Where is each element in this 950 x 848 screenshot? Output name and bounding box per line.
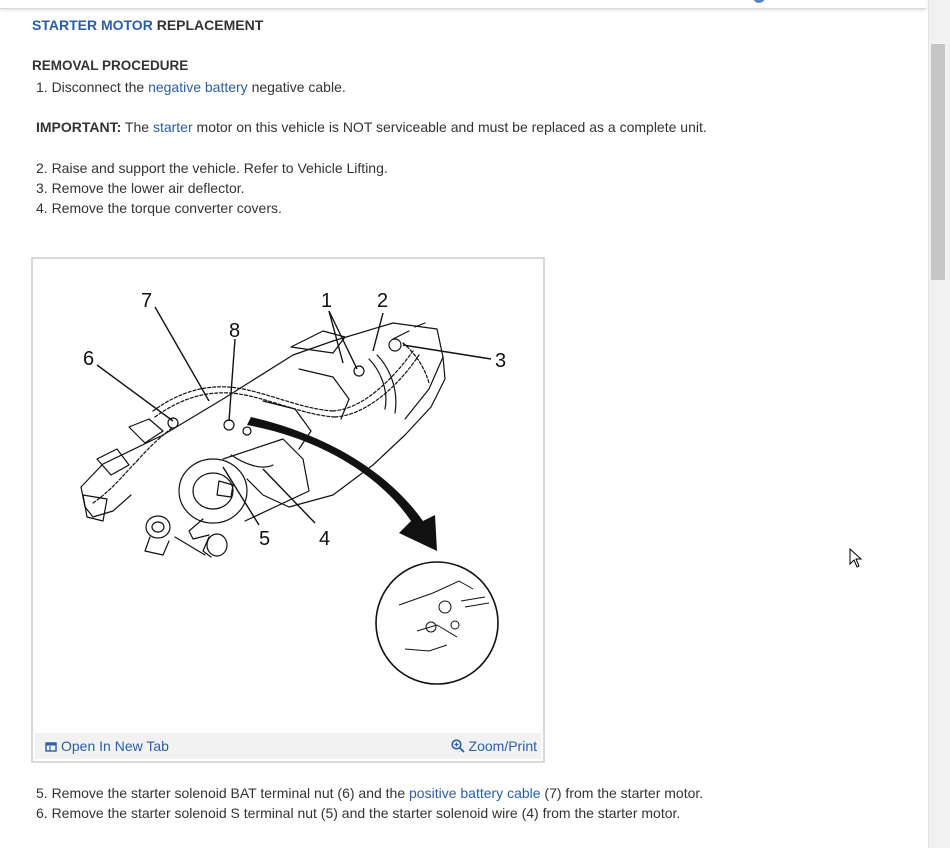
callout-1: 1 <box>321 290 332 312</box>
step-1: 1. Disconnect the negative battery negat… <box>36 79 346 95</box>
step-4: 4. Remove the torque converter covers. <box>36 200 282 216</box>
top-toolbar-edge <box>0 0 926 9</box>
step-5: 5. Remove the starter solenoid BAT termi… <box>36 785 703 801</box>
removal-procedure-heading: REMOVAL PROCEDURE <box>32 58 189 73</box>
zoom-print-label[interactable]: Zoom/Print <box>468 738 537 754</box>
mouse-pointer-icon <box>849 547 863 573</box>
positive-battery-cable-link[interactable]: positive battery cable <box>409 785 541 801</box>
callout-5: 5 <box>259 528 270 550</box>
open-in-new-tab-label[interactable]: Open In New Tab <box>61 738 169 754</box>
step-2: 2. Raise and support the vehicle. Refer … <box>36 160 388 176</box>
callout-7: 7 <box>141 290 152 312</box>
callout-2: 2 <box>377 290 388 312</box>
important-label: IMPORTANT: <box>36 119 122 135</box>
step-1-text-a: 1. Disconnect the <box>36 79 149 95</box>
starter-motor-title-link[interactable]: STARTER MOTOR <box>32 17 153 33</box>
toolbar-icon-partial[interactable] <box>753 0 765 3</box>
figure-action-bar: Open In New Tab Zoom/Print <box>35 733 541 759</box>
callout-8: 8 <box>229 320 240 342</box>
step-3: 3. Remove the lower air deflector. <box>36 180 245 196</box>
magnifier-zoom-icon <box>450 739 465 756</box>
title-rest: REPLACEMENT <box>152 17 264 33</box>
zoom-print-button[interactable]: Zoom/Print <box>450 738 537 756</box>
step-6: 6. Remove the starter solenoid S termina… <box>36 805 681 821</box>
step-5-text-b: (7) from the starter motor. <box>540 785 704 801</box>
document-page: STARTER MOTOR REPLACEMENT REMOVAL PROCED… <box>0 0 926 821</box>
starter-motor-diagram: 7 6 8 1 2 3 4 5 <box>80 290 506 685</box>
callout-6: 6 <box>83 348 94 370</box>
important-note: IMPORTANT: The starter motor on this veh… <box>36 119 707 135</box>
open-new-tab-icon <box>45 740 57 756</box>
step-1-text-b: negative cable. <box>247 79 346 95</box>
negative-battery-link[interactable]: negative battery <box>148 79 248 95</box>
scrollbar-thumb[interactable] <box>931 44 945 280</box>
step-5-text-a: 5. Remove the starter solenoid BAT termi… <box>36 785 410 801</box>
callout-4: 4 <box>319 528 330 550</box>
callout-3: 3 <box>495 350 506 372</box>
page-title: STARTER MOTOR REPLACEMENT <box>32 17 263 33</box>
open-in-new-tab-button[interactable]: Open In New Tab <box>45 738 169 756</box>
starter-link[interactable]: starter <box>152 119 193 135</box>
important-text-b: motor on this vehicle is NOT serviceable… <box>192 119 707 135</box>
important-text-a: The <box>121 119 153 135</box>
starter-diagram-figure: 7 6 8 1 2 3 4 5 Open In New Tab Zoom/Pri… <box>31 257 545 763</box>
